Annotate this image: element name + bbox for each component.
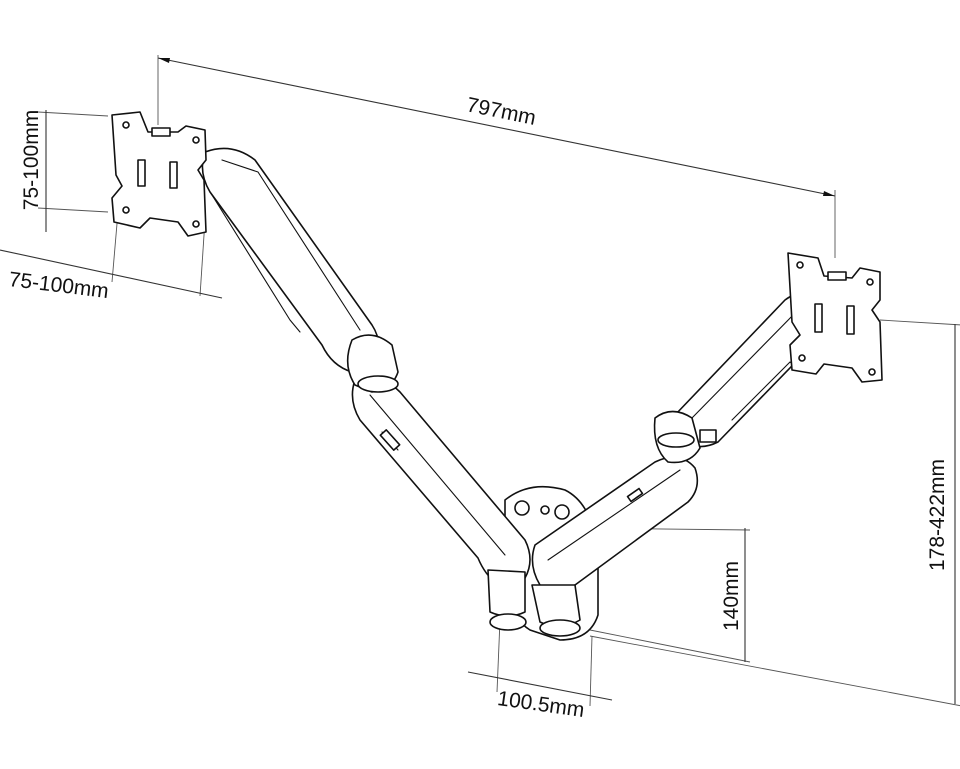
left-arm-pivot-base [489,613,527,631]
left-vesa-plate-body [111,111,207,237]
right-vesa-tab [827,271,847,281]
left-lower-arm-edge [369,394,506,556]
dimension-plate-width: 100.5mm [467,619,613,722]
left-elbow-collar [357,375,399,393]
label-178-422mm: 178-422mm [926,459,949,571]
right-vesa-hole [868,368,876,376]
left-upper-arm-underside [211,194,301,333]
left-upper-arm-edge [221,159,361,331]
right-vesa-slot [814,303,823,333]
right-lower-arm [531,456,699,637]
dimension-vesa-vertical: 75-100mm [20,110,109,232]
left-arm-pivot-collar [487,569,526,617]
dimension-line-100-5 [467,671,613,701]
right-vesa-plate [787,252,883,383]
extension-line-top [879,319,960,326]
left-vesa-slot [169,161,178,189]
plate-screw-hole [514,500,530,516]
right-arm-pivot-base [539,619,581,637]
left-vesa-hole [192,136,200,144]
left-lower-arm-button [379,429,401,451]
extension-line-bottom [589,629,751,663]
left-upper-arm-body [201,147,380,373]
left-vesa-slot [137,159,146,187]
right-arm-clamp [699,429,717,443]
left-lower-arm [351,376,531,631]
right-vesa-hole [798,354,806,362]
label-vesa-vertical: 75-100mm [20,110,43,210]
left-vesa-plate [111,111,207,237]
left-upper-arm [201,147,399,393]
right-upper-arm [653,291,831,464]
dimension-height-range: 178-422mm [589,319,960,707]
extension-line-top [37,111,109,117]
arrow-head [158,58,170,63]
right-lower-arm-button [626,487,644,503]
right-vesa-hole [796,261,804,269]
left-vesa-hole [122,121,130,129]
dimension-line-vesa-h [0,249,223,299]
right-elbow-collar [657,432,695,448]
right-vesa-plate-body [787,252,883,383]
right-vesa-slot [846,305,855,335]
extension-line-left [111,211,119,283]
right-vesa-hole [866,278,874,286]
extension-line-bottom [589,635,960,707]
label-140mm: 140mm [720,561,743,631]
arrow-head [823,191,835,196]
right-upper-arm-edge [689,307,801,421]
extension-line-right [589,635,593,707]
extension-line-bottom [37,207,109,213]
left-vesa-hole [192,220,200,228]
left-vesa-hole [122,206,130,214]
plate-screw-hole [554,504,570,520]
plate-screw-hole [540,505,550,515]
left-vesa-tab [151,127,171,137]
label-797mm: 797mm [465,93,538,130]
right-lower-arm-edge [547,469,681,561]
dimension-plate-height: 140mm [579,527,751,663]
dimension-line-797 [157,57,836,197]
extension-line-left [496,619,501,693]
label-vesa-horizontal: 75-100mm [8,268,110,303]
